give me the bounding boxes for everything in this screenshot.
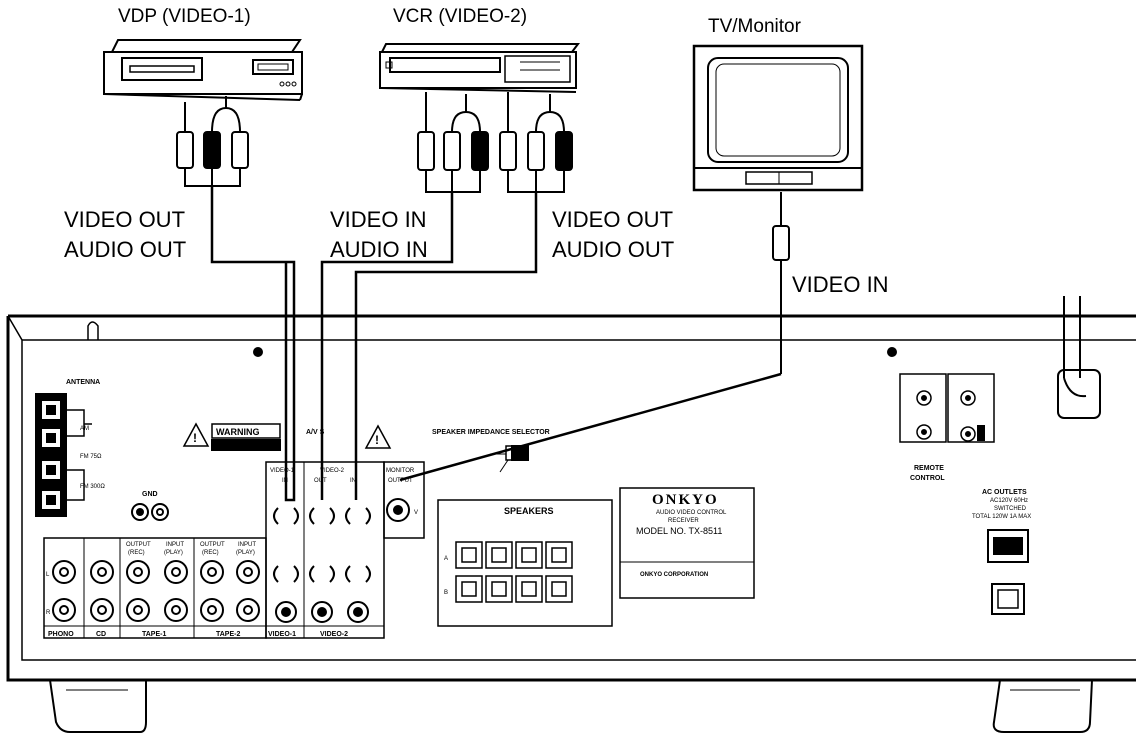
- video2-out-label: OUT: [314, 478, 327, 484]
- tape1-label: TAPE-1: [142, 631, 166, 638]
- tape1-output-label: OUTPUT: [126, 542, 151, 548]
- vcr-plugs: [417, 92, 573, 193]
- corp-label: ONKYO CORPORATION: [640, 572, 708, 578]
- ac-spec2: SWITCHED: [994, 506, 1027, 512]
- video1-top-label: VIDEO-1: [270, 468, 295, 474]
- speakers-label: SPEAKERS: [504, 506, 554, 516]
- video1-in-label: IN: [282, 478, 288, 484]
- tv-device: [692, 44, 864, 192]
- am-label: AM: [80, 426, 89, 432]
- ac-outlets-label: AC OUTLETS: [982, 489, 1027, 496]
- vcr-video-in-label: VIDEO IN: [330, 207, 427, 232]
- svg-text:!: !: [193, 431, 197, 445]
- antenna-label: ANTENNA: [66, 379, 100, 386]
- vdp-audio-out-label: AUDIO OUT: [64, 237, 186, 262]
- vdp-device: [103, 39, 303, 101]
- tv-title: TV/Monitor: [708, 16, 802, 37]
- warning-label: WARNING: [216, 427, 260, 437]
- tape2-play-label: (PLAY): [236, 550, 255, 556]
- tape2-rec-label: (REC): [202, 550, 219, 556]
- vcr-device: [379, 43, 580, 93]
- video-jack-panel: VIDEO-1 VIDEO-2 IN OUT IN VIDEO-1 VIDEO-…: [265, 461, 385, 639]
- impedance-label: SPEAKER IMPEDANCE SELECTOR: [432, 429, 550, 436]
- fm300-label: FM 300Ω: [80, 484, 105, 490]
- vdp-plugs: [176, 96, 249, 187]
- speaker-b-label: B: [444, 590, 448, 596]
- gnd-label: GND: [142, 491, 158, 498]
- svg-text:!: !: [375, 433, 379, 447]
- vcr-audio-out-label: AUDIO OUT: [552, 237, 674, 262]
- av-label: A/V S: [306, 429, 325, 436]
- brand-label: ONKYO: [652, 492, 719, 508]
- left-channel-label: L: [46, 572, 50, 578]
- tv-plug: [772, 192, 790, 374]
- right-channel-label: R: [46, 610, 51, 616]
- cables: [210, 186, 782, 502]
- vdp-video-out-label: VIDEO OUT: [64, 207, 185, 232]
- model-line2: RECEIVER: [668, 518, 699, 524]
- speaker-terminals: SPEAKERS A B: [437, 499, 613, 627]
- tape2-label: TAPE-2: [216, 631, 240, 638]
- vcr-audio-in-label: AUDIO IN: [330, 237, 428, 262]
- video2-label: VIDEO-2: [320, 631, 348, 638]
- tape2-input-label: INPUT: [238, 542, 256, 548]
- tv-video-in-label: VIDEO IN: [792, 272, 889, 297]
- tape1-input-label: INPUT: [166, 542, 184, 548]
- model-plate: ONKYO AUDIO VIDEO CONTROL RECEIVER MODEL…: [619, 487, 755, 599]
- ac-spec3: TOTAL 120W 1A MAX: [972, 514, 1031, 520]
- monitor-output: MONITOR OUTPUT V: [383, 461, 425, 539]
- video2-top-label: VIDEO-2: [320, 468, 345, 474]
- antenna-panel: ANTENNA AM FM 75Ω FM 300Ω: [35, 379, 105, 517]
- remote-control-panel: REMOTE CONTROL: [899, 373, 995, 482]
- ac-outlets: AC OUTLETS AC120V 60Hz SWITCHED TOTAL 12…: [972, 489, 1031, 615]
- tape2-output-label: OUTPUT: [200, 542, 225, 548]
- monitor-output-label: OUTPUT: [388, 478, 413, 484]
- remote-label-2: CONTROL: [910, 475, 945, 482]
- audio-jack-panel: OUTPUT (REC) INPUT (PLAY) OUTPUT (REC) I…: [43, 537, 267, 639]
- video1-label: VIDEO-1: [268, 631, 296, 638]
- warning-label-area: ! WARNING A/V S !: [182, 422, 392, 451]
- ac-spec1: AC120V 60Hz: [990, 498, 1028, 504]
- vcr-title: VCR (VIDEO-2): [393, 6, 527, 27]
- phono-label: PHONO: [48, 631, 74, 638]
- impedance-selector: SPEAKER IMPEDANCE SELECTOR: [432, 429, 550, 473]
- model-number: MODEL NO. TX-8511: [636, 526, 722, 536]
- video2-in-label: IN: [350, 478, 356, 484]
- model-line1: AUDIO VIDEO CONTROL: [656, 510, 727, 516]
- tape1-rec-label: (REC): [128, 550, 145, 556]
- vcr-video-out-label: VIDEO OUT: [552, 207, 673, 232]
- remote-label-1: REMOTE: [914, 465, 944, 472]
- monitor-v-label: V: [414, 510, 418, 516]
- fm75-label: FM 75Ω: [80, 454, 102, 460]
- cd-label: CD: [96, 631, 106, 638]
- tape1-play-label: (PLAY): [164, 550, 183, 556]
- receiver: [6, 296, 1136, 733]
- vdp-title: VDP (VIDEO-1): [118, 6, 251, 27]
- speaker-a-label: A: [444, 556, 448, 562]
- gnd-terminal: GND: [131, 491, 169, 521]
- monitor-label: MONITOR: [386, 468, 415, 474]
